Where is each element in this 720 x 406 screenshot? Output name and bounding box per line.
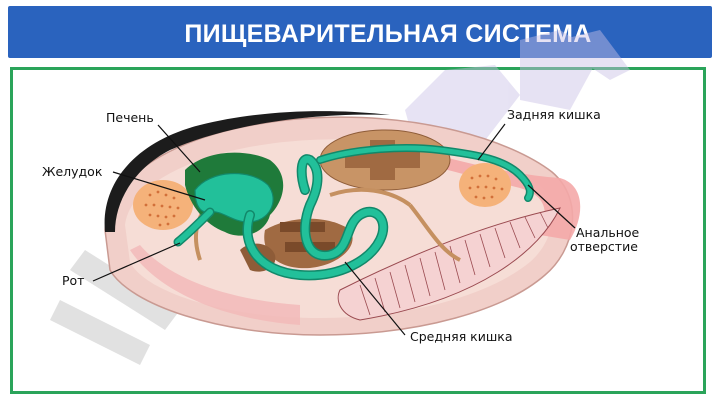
page-title: ПИЩЕВАРИТЕЛЬНАЯ СИСТЕМА <box>184 20 592 48</box>
adductor-muscle <box>319 129 451 191</box>
label-anus-line1: Анальное <box>576 225 640 240</box>
hindgut-leader <box>477 123 506 161</box>
anus-leader <box>527 184 576 229</box>
title-banner: ПИЩЕВАРИТЕЛЬНАЯ СИСТЕМА <box>8 6 712 58</box>
label-liver: Печень <box>106 110 154 125</box>
leader-lines <box>92 123 576 336</box>
liver-leader <box>157 124 201 173</box>
label-mouth: Рот <box>62 273 85 288</box>
midgut-leader <box>344 261 406 336</box>
gonad-right <box>459 163 511 207</box>
label-anus-line2: отверстие <box>570 239 638 254</box>
label-midgut: Средняя кишка <box>410 329 513 344</box>
stomach-leader <box>112 171 206 201</box>
label-stomach: Желудок <box>42 164 103 179</box>
gills <box>337 207 561 321</box>
label-hindgut: Задняя кишка <box>507 107 601 122</box>
mouth-leader <box>92 242 181 282</box>
diagram-frame <box>10 67 706 394</box>
gonad-left <box>133 180 193 230</box>
